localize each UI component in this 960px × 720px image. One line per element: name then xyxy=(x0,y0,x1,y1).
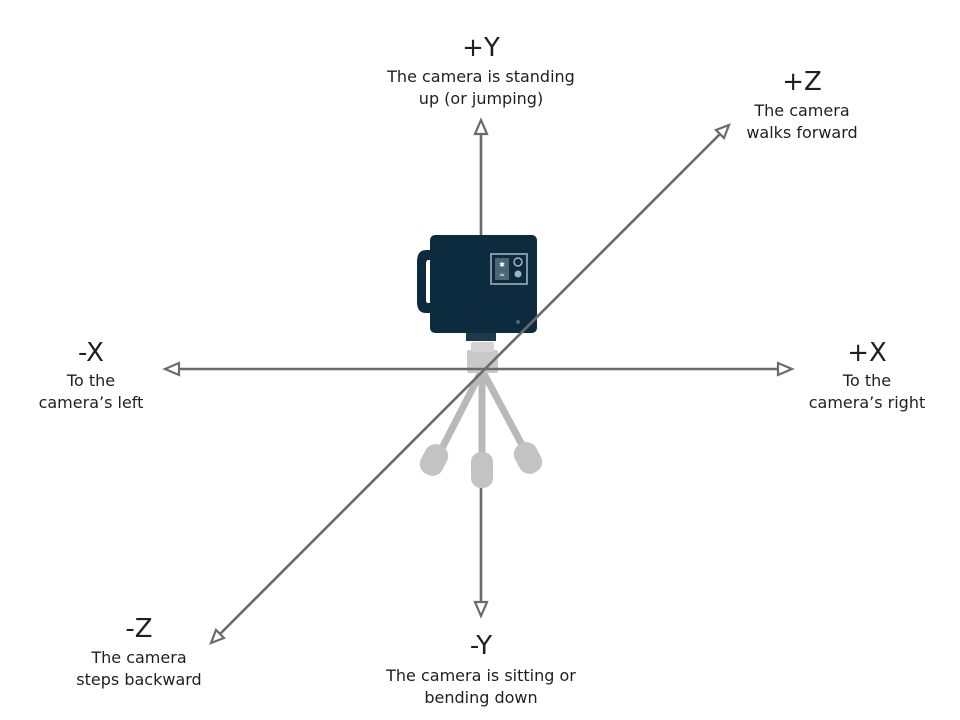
label-neg-z: -Z The camera steps backward xyxy=(76,614,201,689)
label-pos-x: +X To the camera’s right xyxy=(809,338,926,412)
axis-desc-pos-y-line1: The camera is standing xyxy=(386,67,575,86)
label-neg-y: -Y The camera is sitting or bending down xyxy=(385,631,576,707)
camera-body xyxy=(430,235,537,333)
bluetooth-icon: ✱ xyxy=(499,261,505,269)
camera-led-icon xyxy=(516,320,520,324)
arrow-heads xyxy=(162,117,795,645)
axis-sign-pos-x: +X xyxy=(847,338,887,368)
axis-desc-pos-z-line2: walks forward xyxy=(746,123,857,142)
axis-desc-neg-z-line1: The camera xyxy=(90,648,186,667)
tripod xyxy=(419,342,543,488)
camera: ✱ ≈ xyxy=(417,235,537,341)
axis-lines xyxy=(176,132,781,636)
label-pos-y: +Y The camera is standing up (or jumping… xyxy=(386,33,575,108)
neg-x-arrow-icon xyxy=(162,361,181,377)
camera-handle xyxy=(417,250,434,313)
tripod-foot-right xyxy=(513,442,543,474)
axis-sign-neg-x: -X xyxy=(78,338,104,368)
tripod-foot-left xyxy=(419,444,449,476)
axis-sign-pos-y: +Y xyxy=(462,33,500,63)
neg-y-arrow-icon xyxy=(473,600,489,619)
pos-z-arrow-icon xyxy=(714,123,731,140)
power-button-icon xyxy=(513,257,523,267)
camera-bottom-plate xyxy=(466,333,496,341)
tripod-foot-middle xyxy=(471,452,493,488)
axis-desc-neg-x-line1: To the xyxy=(66,371,115,390)
label-neg-x: -X To the camera’s left xyxy=(39,338,144,412)
tripod-head xyxy=(467,350,498,373)
camera-control-panel xyxy=(490,253,528,285)
axis-desc-pos-x-line1: To the xyxy=(842,371,891,390)
axis-desc-pos-x-line2: camera’s right xyxy=(809,393,926,412)
axis-desc-pos-z-line1: The camera xyxy=(753,101,849,120)
tripod-mount xyxy=(471,342,494,352)
axis-sign-neg-y: -Y xyxy=(470,631,492,661)
pos-x-arrow-icon xyxy=(776,361,795,377)
z-axis-line xyxy=(218,132,722,636)
neg-z-arrow-icon xyxy=(209,628,226,645)
pos-y-arrow-icon xyxy=(473,117,489,136)
wifi-icon: ≈ xyxy=(499,271,505,279)
camera-screen xyxy=(495,258,509,280)
axis-sign-pos-z: +Z xyxy=(782,67,822,97)
axis-desc-neg-y-line1: The camera is sitting or xyxy=(385,666,576,685)
axis-desc-pos-y-line2: up (or jumping) xyxy=(419,89,543,108)
axis-desc-neg-x-line2: camera’s left xyxy=(39,393,144,412)
axis-desc-neg-z-line2: steps backward xyxy=(76,670,201,689)
record-button-icon xyxy=(514,270,522,278)
label-pos-z: +Z The camera walks forward xyxy=(746,67,857,142)
axis-desc-neg-y-line2: bending down xyxy=(424,688,537,707)
axis-sign-neg-z: -Z xyxy=(125,614,152,644)
